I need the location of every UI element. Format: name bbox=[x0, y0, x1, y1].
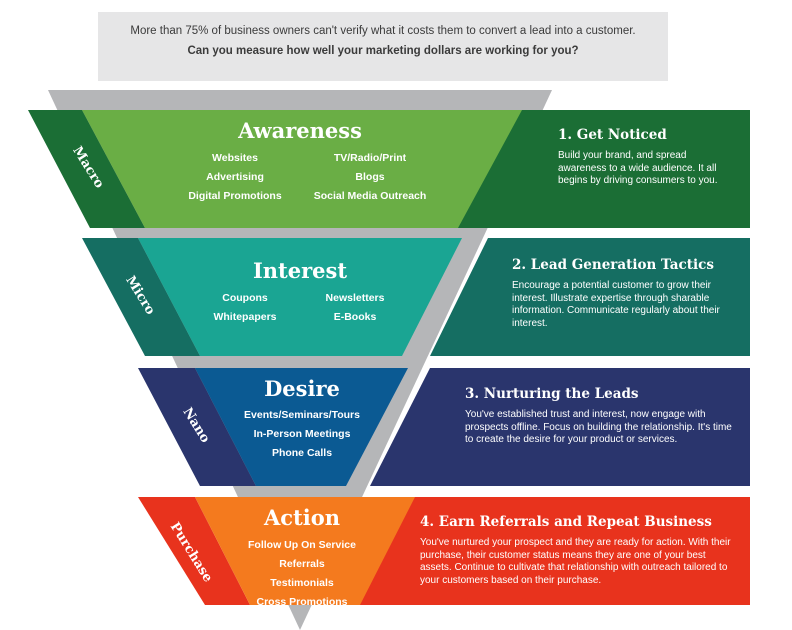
panel-title-get-noticed: 1. Get Noticed bbox=[558, 127, 667, 143]
micro-side-band bbox=[82, 238, 200, 356]
stage-title-awareness: Awareness bbox=[238, 118, 362, 143]
list-item: Whitepapers bbox=[213, 311, 277, 323]
list-item: Referrals bbox=[279, 558, 325, 570]
panel-text-get-noticed: Build your brand, and spread awareness t… bbox=[558, 150, 718, 186]
panel-title-nurturing: 3. Nurturing the Leads bbox=[465, 386, 639, 402]
list-item: TV/Radio/Print bbox=[333, 152, 407, 164]
list-item: Phone Calls bbox=[271, 447, 333, 459]
purchase-side-band bbox=[138, 497, 250, 605]
stage-title-interest: Interest bbox=[252, 258, 348, 283]
nano-side-band bbox=[138, 368, 256, 486]
panel-text-referrals: You've nurtured your prospect and they a… bbox=[420, 537, 731, 586]
list-item: Events/Seminars/Tours bbox=[244, 409, 360, 421]
action-right-panel bbox=[335, 497, 750, 605]
stage-title-desire: Desire bbox=[264, 376, 340, 401]
list-item: In-Person Meetings bbox=[253, 428, 351, 440]
action-funnel-band bbox=[195, 497, 415, 605]
awareness-funnel-band bbox=[82, 110, 522, 228]
list-item: Follow Up On Service bbox=[248, 539, 356, 551]
desire-funnel-band bbox=[195, 368, 408, 486]
list-item: Digital Promotions bbox=[188, 190, 282, 202]
list-item: Blogs bbox=[355, 171, 385, 183]
interest-funnel-band bbox=[138, 238, 462, 356]
list-item: Testimonials bbox=[270, 577, 334, 589]
panel-title-lead-generation: 2. Lead Generation Tactics bbox=[512, 257, 714, 273]
list-item: Social Media Outreach bbox=[313, 190, 427, 202]
stage-title-action: Action bbox=[263, 505, 341, 530]
desire-right-panel bbox=[370, 368, 750, 486]
list-item: Cross Promotions bbox=[256, 596, 348, 608]
header-statistic: More than 75% of business owners can't v… bbox=[130, 25, 636, 37]
header-question: Can you measure how well your marketing … bbox=[187, 45, 579, 57]
awareness-right-panel bbox=[455, 110, 750, 228]
macro-side-band bbox=[28, 110, 145, 228]
panel-text-lead-generation: Encourage a potential customer to grow t… bbox=[512, 280, 720, 329]
list-item: E-Books bbox=[333, 311, 377, 323]
list-item: Advertising bbox=[206, 171, 264, 183]
panel-text-nurturing: You've established trust and interest, n… bbox=[465, 409, 732, 445]
panel-title-referrals: 4. Earn Referrals and Repeat Business bbox=[420, 514, 712, 530]
header-box bbox=[98, 12, 668, 81]
list-item: Coupons bbox=[222, 292, 268, 304]
interest-right-panel bbox=[430, 238, 750, 356]
list-item: Websites bbox=[212, 152, 258, 164]
list-item: Newsletters bbox=[325, 292, 385, 304]
